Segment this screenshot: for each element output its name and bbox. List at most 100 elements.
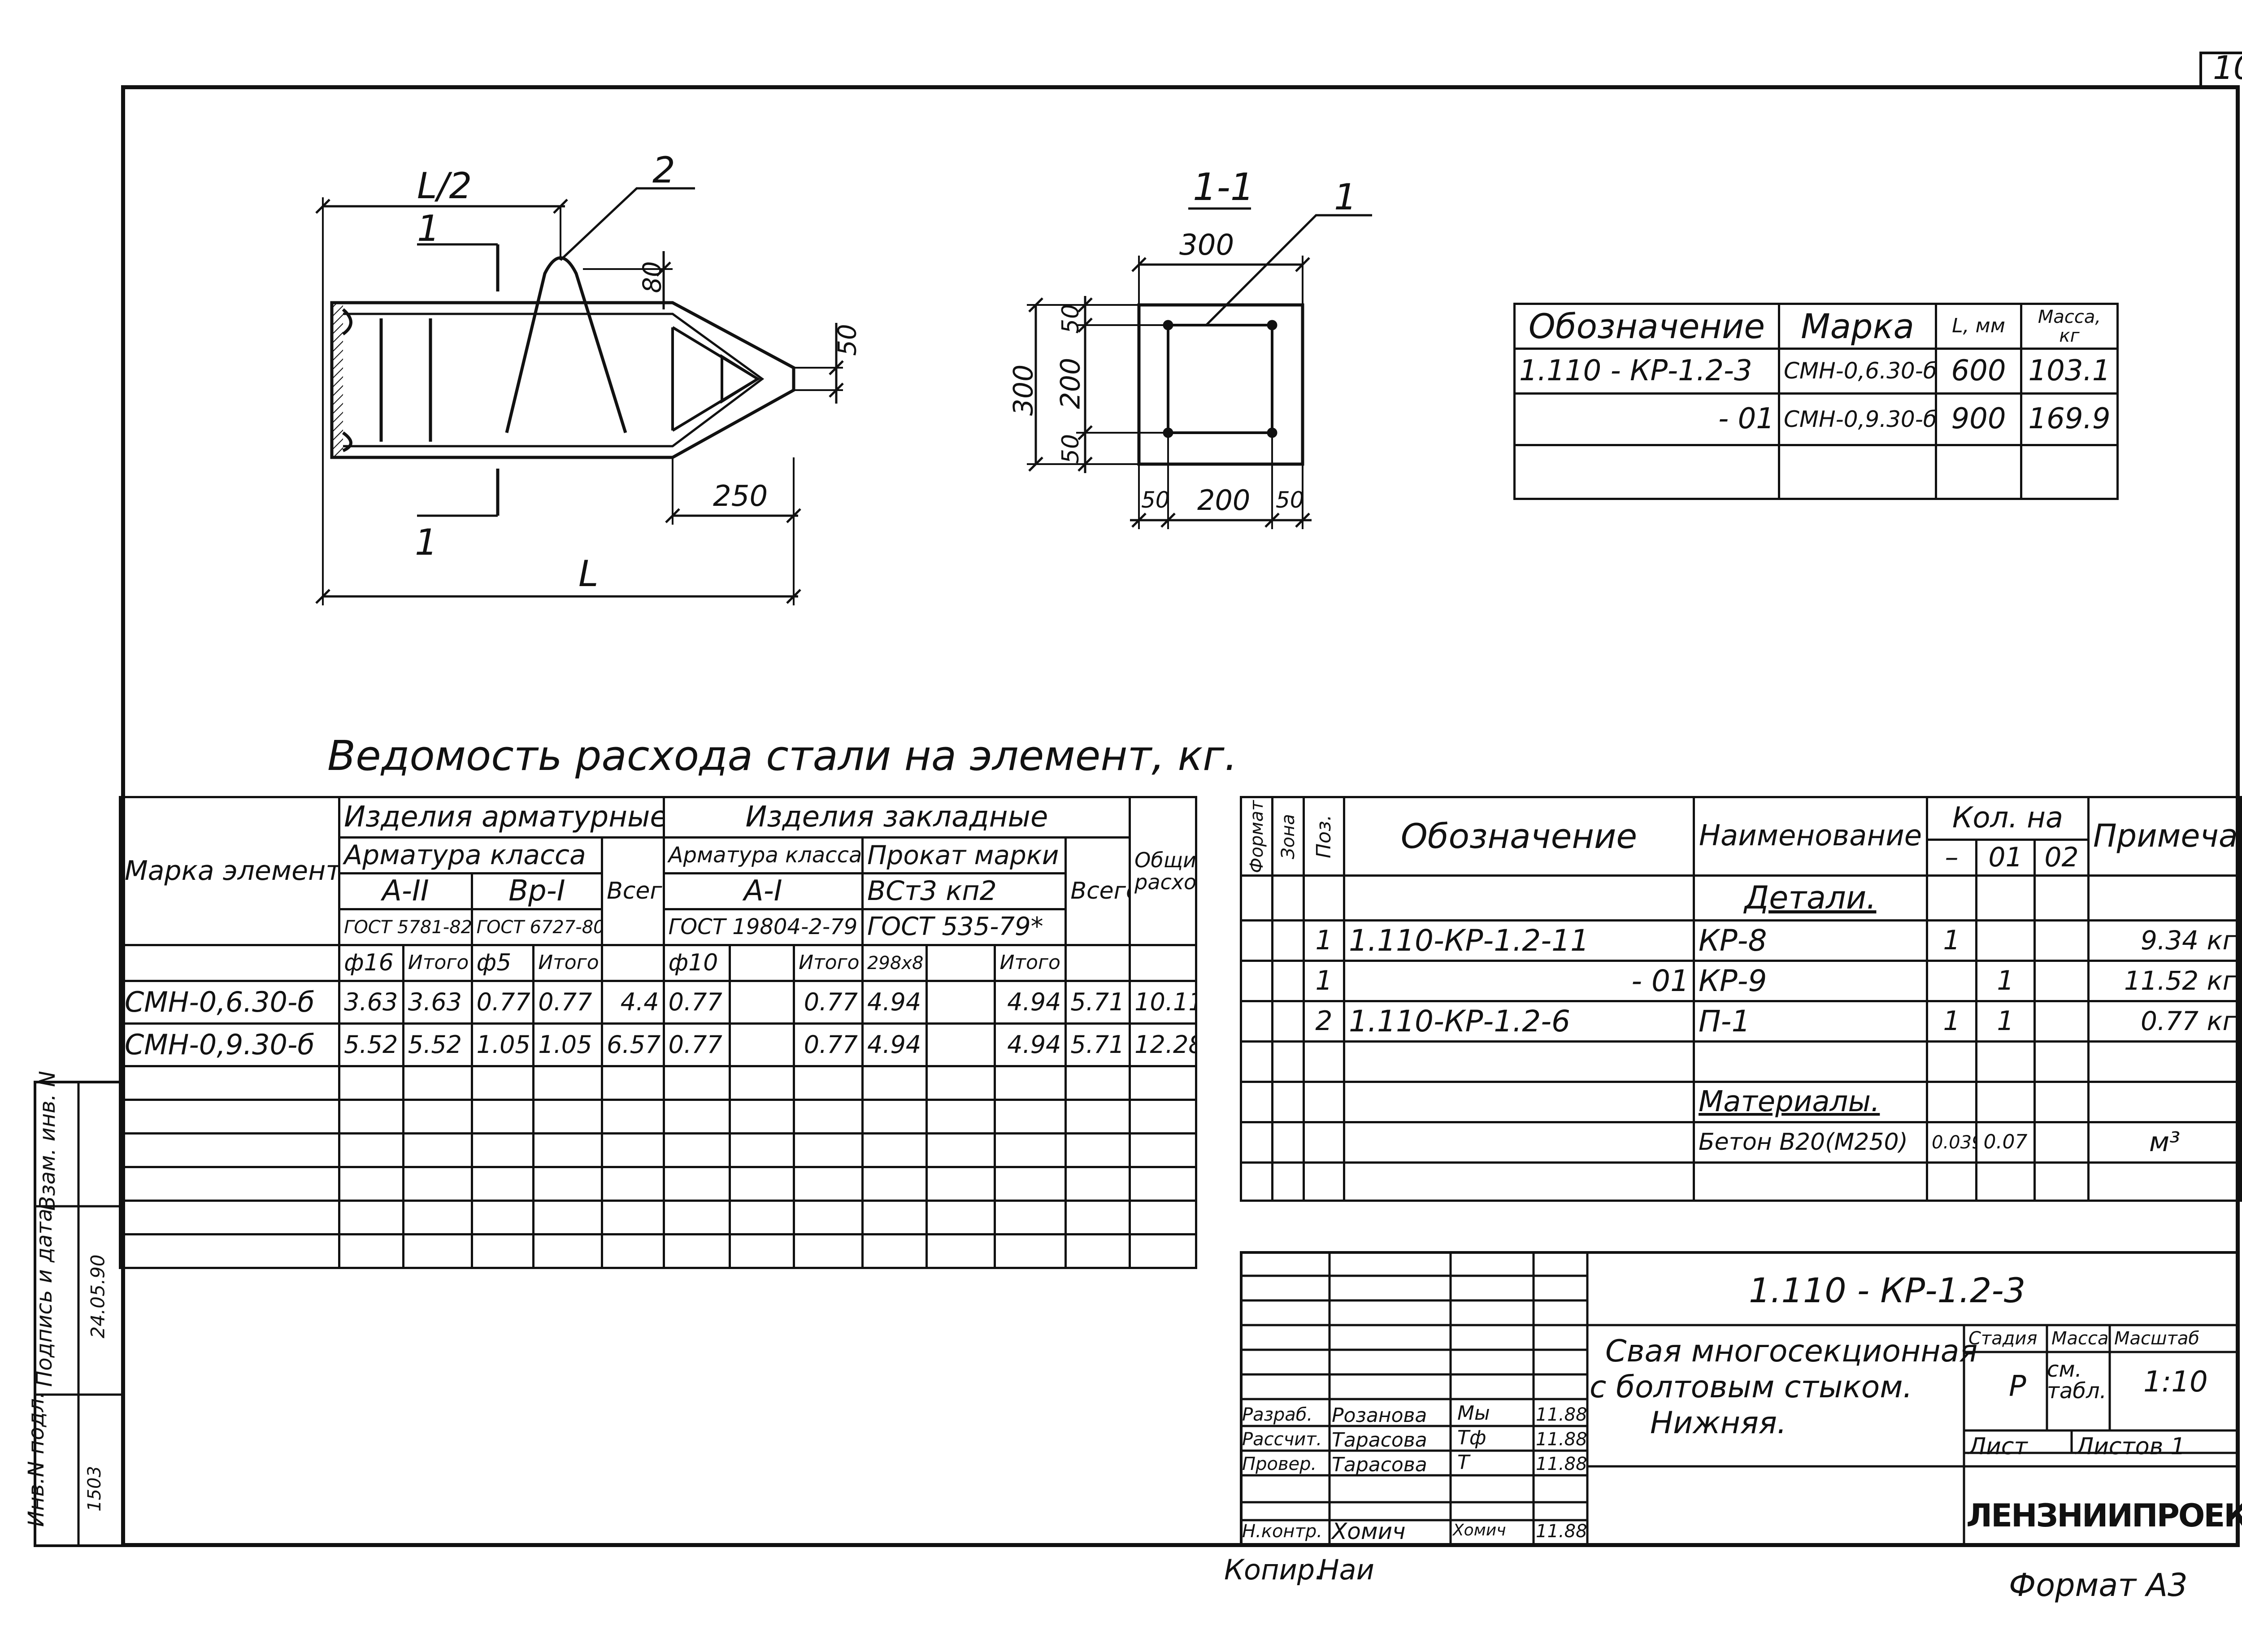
section-mark-bottom: 1	[415, 522, 438, 563]
marks-cell	[1778, 444, 1937, 500]
marks-cell: 103.1	[2020, 348, 2119, 395]
marks-cell	[2020, 444, 2119, 500]
title-name-line3: Нижняя.	[1650, 1405, 1787, 1441]
steel-cell	[925, 1022, 996, 1067]
spec-cell: 1	[1926, 1000, 1977, 1043]
dim-80: 80	[638, 261, 667, 293]
steel-header-gost4: ГОСТ 535-79*	[861, 908, 1067, 946]
page-number: 10	[2213, 49, 2242, 87]
side-sign-date-value: 24.05.90	[87, 1254, 109, 1339]
format-label: Формат А3	[2009, 1567, 2188, 1604]
section-dim-top: 300	[1179, 229, 1234, 262]
role-signature: Хомич	[1453, 1521, 1506, 1539]
section-dim-left-total: 300	[1008, 364, 1039, 416]
section-dim-left-top: 50	[1057, 304, 1085, 334]
steel-header-total: Всего	[601, 836, 665, 946]
steel-header-rebar-class: Арматура класса	[338, 836, 604, 874]
role-name: Розанова	[1332, 1404, 1427, 1427]
steel-header-gost3: ГОСТ 19804-2-79	[662, 908, 864, 946]
steel-header-rebar-items: Изделия арматурные	[338, 796, 665, 839]
steel-cell: 0.77	[793, 1022, 864, 1067]
steel-cell	[925, 944, 996, 982]
spec-header-designation: Обозначение	[1343, 796, 1695, 877]
steel-header-d16: ф16	[338, 944, 404, 982]
side-inv-replacement: Взам. инв. N	[35, 1071, 60, 1211]
steel-header-d10: ф10	[662, 944, 731, 982]
marks-cell: - 01	[1513, 392, 1780, 446]
steel-header-sum1: Итого	[402, 944, 473, 982]
side-inv-original: Инв.N подл.	[23, 1391, 49, 1527]
steel-header-rebar-class-2: Арматура класса	[662, 836, 864, 874]
table-row: СМН-0,6.30-б 3.63 3.63 0.77 0.77 4.4 0.7…	[118, 980, 1197, 1025]
steel-cell: 5.52	[402, 1022, 473, 1067]
steel-header-rolled: Прокат марки	[861, 836, 1067, 874]
spec-header-q-01: 01	[1975, 839, 2036, 877]
steel-cell-mark: СМН-0,9.30-б	[118, 1022, 341, 1067]
role-date: 11.88	[1536, 1404, 1587, 1425]
steel-cell: 3.63	[338, 980, 404, 1025]
section-dim-bot-left: 50	[1141, 487, 1170, 513]
marks-cell: 600	[1935, 348, 2022, 395]
title-code: 1.110 - КР-1.2-3	[1749, 1270, 2026, 1310]
table-row	[118, 1099, 1197, 1135]
role-label: Провер.	[1242, 1454, 1317, 1474]
steel-cell: 1.05	[470, 1022, 535, 1067]
steel-header-gost2: ГОСТ 6727-80*	[470, 908, 604, 946]
table-row	[118, 1132, 1197, 1168]
table-row	[118, 1065, 1197, 1101]
role-signature: Т	[1457, 1451, 1469, 1474]
role-date: 11.88	[1536, 1521, 1587, 1542]
steel-cell	[729, 1022, 795, 1067]
spec-cell: 9.34 кг	[2087, 919, 2242, 962]
steel-cell: 0.77	[532, 980, 604, 1025]
role-name: Тарасова	[1332, 1453, 1427, 1476]
steel-header-a2: А-II	[338, 872, 473, 910]
section-dim-bot-right: 50	[1276, 487, 1304, 513]
steel-header-embedded-items: Изделия закладные	[662, 796, 1131, 839]
dim-half-length: L/2	[417, 165, 472, 207]
spec-cell: 1	[1975, 1000, 2036, 1043]
scale-header: Масштаб	[2114, 1328, 2200, 1349]
dim-50-tip: 50	[833, 324, 862, 356]
steel-header-sum2: Итого	[532, 944, 604, 982]
spec-header-note: Примечание	[2087, 796, 2242, 877]
table-row: 2 1.110-КР-1.2-6 П-1 1 1 0.77 кг	[1240, 1000, 2242, 1043]
steel-cell	[1129, 944, 1197, 982]
spec-cell	[2033, 919, 2090, 962]
role-name: Тарасова	[1332, 1429, 1427, 1452]
spec-cell: - 01	[1343, 960, 1695, 1002]
spec-header-qty: Кол. на	[1925, 796, 2090, 841]
steel-cell: 0.77	[793, 980, 864, 1025]
spec-cell: 1	[1926, 919, 1977, 962]
steel-cell	[601, 944, 665, 982]
steel-header-element: Марка элемента	[118, 796, 341, 946]
steel-header-profile: 298х8	[861, 944, 928, 982]
marks-header-length: L, мм	[1935, 303, 2022, 350]
table-row: 1 - 01 КР-9 1 11.52 кг	[1240, 960, 2242, 1002]
marks-cell	[1935, 444, 2022, 500]
spec-cell: 1.110-КР-1.2-6	[1343, 1000, 1695, 1043]
steel-cell-mark: СМН-0,6.30-б	[118, 980, 341, 1025]
marks-cell: 1.110 - КР-1.2-3	[1513, 348, 1780, 395]
spec-cell	[2033, 1000, 2090, 1043]
sheets-header: Листов 1	[2076, 1433, 2186, 1460]
steel-cell: 4.4	[601, 980, 665, 1025]
section-position-1: 1	[1334, 176, 1357, 218]
spec-cell	[2033, 960, 2090, 1002]
steel-header-a1: А-I	[662, 872, 864, 910]
marks-cell	[1513, 444, 1780, 500]
copied-label: Копир.	[1224, 1553, 1324, 1586]
steel-cell: 3.63	[402, 980, 473, 1025]
table-row: 1 1.110-КР-1.2-11 КР-8 1 9.34 кг	[1240, 919, 2242, 962]
pile-drawing	[315, 187, 1372, 605]
role-label: Рассчит.	[1242, 1429, 1322, 1450]
copied-signature: Наи	[1318, 1553, 1374, 1586]
role-signature: Тф	[1457, 1426, 1486, 1449]
steel-header-sum4: Итого	[994, 944, 1067, 982]
steel-cell: 1.05	[532, 1022, 604, 1067]
section-dim-bot-mid: 200	[1197, 484, 1251, 517]
steel-header-sum3: Итого	[793, 944, 864, 982]
steel-cell: 4.94	[994, 980, 1067, 1025]
marks-cell: 169.9	[2020, 392, 2119, 446]
spec-cell: 1.110-КР-1.2-11	[1343, 919, 1695, 962]
